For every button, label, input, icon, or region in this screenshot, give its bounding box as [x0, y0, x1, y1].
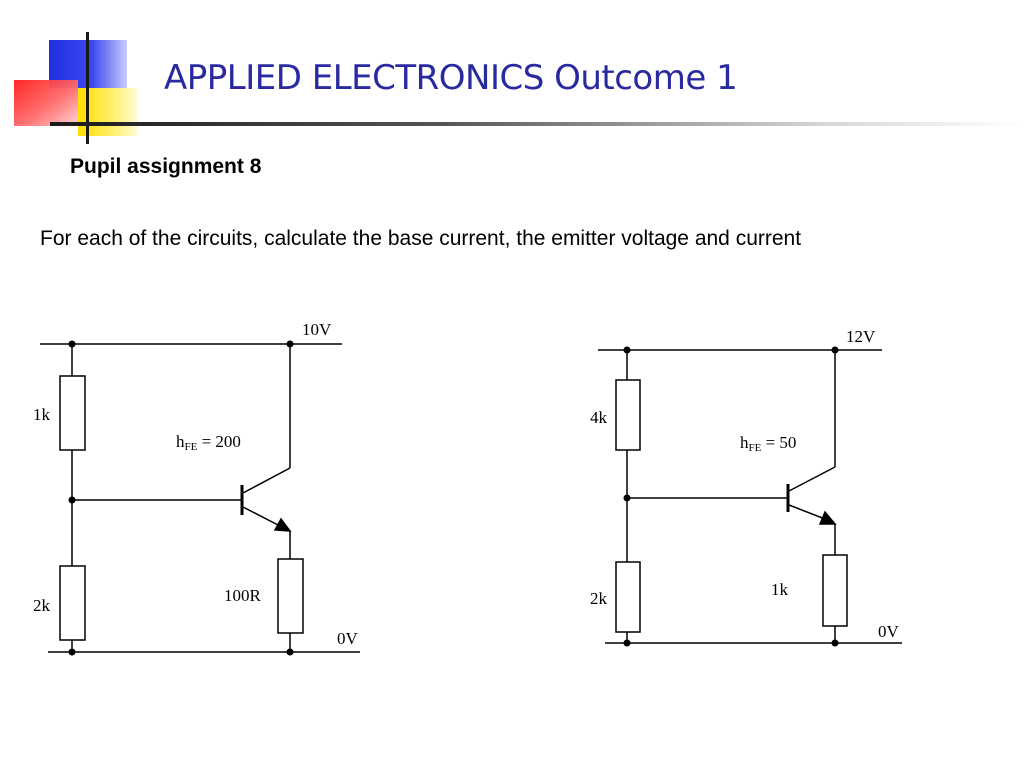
transistor-collector	[788, 466, 836, 492]
slide-title: APPLIED ELECTRONICS Outcome 1	[164, 58, 738, 98]
r-top-label: 1k	[33, 405, 51, 424]
instruction-text: For each of the circuits, calculate the …	[40, 227, 802, 250]
hfe-label: hFE = 50	[740, 433, 796, 454]
transistor-emitter	[242, 506, 281, 527]
title-underline	[50, 122, 1024, 126]
resistor-bottom	[615, 561, 641, 633]
emitter-arrow	[273, 517, 292, 532]
logo-vertical-line	[86, 32, 89, 144]
transistor-collector	[242, 467, 291, 494]
resistor-emitter	[277, 558, 304, 634]
junction-dot	[623, 639, 631, 647]
junction-dot	[68, 648, 76, 656]
resistor-top	[615, 379, 641, 451]
junction-dot	[831, 639, 839, 647]
resistor-bottom	[59, 565, 86, 641]
r-top-label: 4k	[590, 408, 608, 427]
r-emitter-label: 1k	[771, 580, 789, 599]
supply-label: 12V	[846, 327, 876, 346]
r-bottom-label: 2k	[33, 596, 51, 615]
junction-dot	[286, 340, 294, 348]
r-bottom-label: 2k	[590, 589, 608, 608]
assignment-heading: Pupil assignment 8	[70, 155, 262, 178]
logo-red-square	[14, 80, 78, 126]
resistor-top	[59, 375, 86, 451]
r-emitter-label: 100R	[224, 586, 262, 605]
slide-logo	[0, 0, 160, 150]
circuit-1: 10V 0V 1k 2k 100R hFE = 200	[33, 320, 360, 656]
resistor-emitter	[822, 554, 848, 627]
junction-dot	[68, 496, 76, 504]
hfe-label: hFE = 200	[176, 432, 241, 453]
circuit-2: 12V 0V 4k 2k 1k hFE = 50	[590, 327, 902, 647]
emitter-arrow	[818, 510, 837, 525]
ground-label: 0V	[878, 622, 900, 641]
junction-dot	[623, 494, 631, 502]
junction-dot	[68, 340, 76, 348]
transistor-emitter	[788, 504, 826, 520]
ground-label: 0V	[337, 629, 359, 648]
junction-dot	[286, 648, 294, 656]
junction-dot	[623, 346, 631, 354]
supply-label: 10V	[302, 320, 332, 339]
junction-dot	[831, 346, 839, 354]
